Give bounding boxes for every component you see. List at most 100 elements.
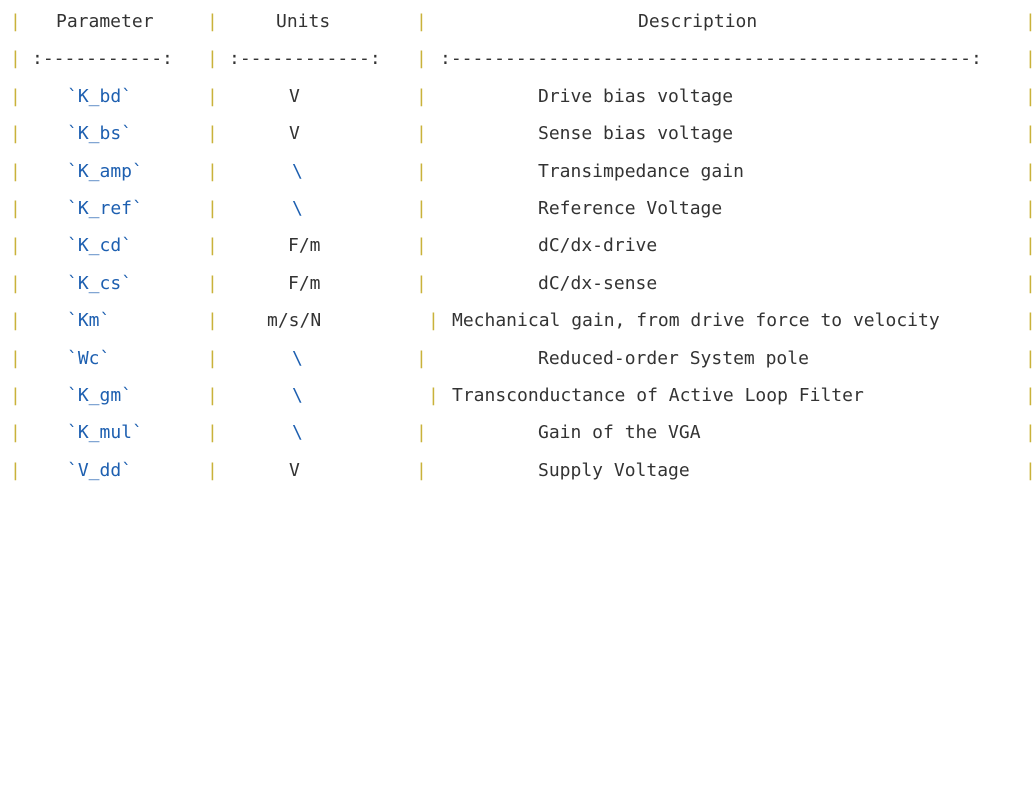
table-header-line: | Parameter | Units | Description | <box>0 3 1036 40</box>
description-cell: Drive bias voltage <box>538 85 734 107</box>
description-cell: Transimpedance gain <box>538 160 744 182</box>
pipe: | <box>1025 310 1036 332</box>
units-cell: m/s/N <box>267 310 322 332</box>
parameter-cell: `V_dd` <box>67 459 133 481</box>
table-row: | `Km` | m/s/N | Mechanical gain, from d… <box>0 302 1036 339</box>
units-cell: V <box>289 459 300 481</box>
units-cell: F/m <box>288 272 321 294</box>
pipe: | <box>1025 123 1036 145</box>
description-cell: Sense bias voltage <box>538 123 734 145</box>
pipe: | <box>207 459 218 481</box>
table-row: | `K_mul` | \ | Gain of the VGA | <box>0 414 1036 451</box>
pipe: | <box>207 422 218 444</box>
table-row: | `K_bs` | V | Sense bias voltage | <box>0 115 1036 152</box>
description-cell: Mechanical gain, from drive force to vel… <box>452 310 940 332</box>
pipe: | <box>1025 347 1036 369</box>
pipe: | <box>207 48 218 70</box>
parameter-cell: `K_mul` <box>67 422 143 444</box>
pipe: | <box>10 197 21 219</box>
pipe: | <box>10 11 21 32</box>
pipe: | <box>207 123 218 145</box>
units-cell: F/m <box>288 235 321 257</box>
pipe: | <box>10 347 21 369</box>
table-row: | `K_cs` | F/m | dC/dx-sense | <box>0 265 1036 302</box>
pipe: | <box>1025 160 1036 182</box>
pipe: | <box>207 272 218 294</box>
pipe: | <box>10 85 21 107</box>
pipe: | <box>10 272 21 294</box>
parameter-cell: `K_bd` <box>67 85 133 107</box>
parameter-cell: `Wc` <box>67 347 111 369</box>
separator-units: :------------: <box>229 48 381 70</box>
units-cell: V <box>289 123 300 145</box>
parameter-cell: `K_gm` <box>67 384 133 406</box>
pipe: | <box>207 310 218 332</box>
pipe: | <box>1025 85 1036 107</box>
markdown-table-source[interactable]: | Parameter | Units | Description | | :-… <box>0 3 1036 489</box>
units-cell: \ <box>292 197 303 219</box>
pipe: | <box>416 197 427 219</box>
pipe: | <box>10 459 21 481</box>
pipe: | <box>207 235 218 257</box>
pipe: | <box>416 235 427 257</box>
pipe: | <box>416 11 427 32</box>
description-cell: Transconductance of Active Loop Filter <box>452 384 864 406</box>
pipe: | <box>1025 459 1036 481</box>
description-cell: dC/dx-drive <box>538 235 658 257</box>
description-cell: dC/dx-sense <box>538 272 658 294</box>
description-cell: Gain of the VGA <box>538 422 701 444</box>
pipe: | <box>416 160 427 182</box>
description-cell: Supply Voltage <box>538 459 690 481</box>
pipe: | <box>10 384 21 406</box>
pipe: | <box>10 48 21 70</box>
pipe: | <box>416 272 427 294</box>
description-cell: Reference Voltage <box>538 197 723 219</box>
parameter-cell: `Km` <box>67 310 111 332</box>
pipe: | <box>416 85 427 107</box>
description-cell: Reduced-order System pole <box>538 347 809 369</box>
pipe: | <box>207 197 218 219</box>
pipe: | <box>10 123 21 145</box>
pipe: | <box>207 347 218 369</box>
pipe: | <box>10 160 21 182</box>
pipe: | <box>1025 235 1036 257</box>
pipe: | <box>1025 422 1036 444</box>
pipe: | <box>1025 197 1036 219</box>
table-row: | `K_ref` | \ | Reference Voltage | <box>0 190 1036 227</box>
pipe: | <box>1025 48 1036 70</box>
parameter-cell: `K_amp` <box>67 160 143 182</box>
pipe: | <box>416 123 427 145</box>
pipe: | <box>428 384 439 406</box>
pipe: | <box>416 48 427 70</box>
table-row: | `K_gm` | \ | Transconductance of Activ… <box>0 377 1036 414</box>
table-row: | `V_dd` | V | Supply Voltage | <box>0 452 1036 489</box>
parameter-cell: `K_ref` <box>67 197 143 219</box>
table-row: | `K_amp` | \ | Transimpedance gain | <box>0 153 1036 190</box>
separator-description: :---------------------------------------… <box>440 48 982 70</box>
units-cell: \ <box>292 347 303 369</box>
pipe: | <box>416 459 427 481</box>
pipe: | <box>416 347 427 369</box>
table-row: | `K_bd` | V | Drive bias voltage | <box>0 78 1036 115</box>
separator-parameter: :-----------: <box>32 48 173 70</box>
units-cell: \ <box>292 384 303 406</box>
table-separator-line: | :-----------: | :------------: | :----… <box>0 40 1036 77</box>
units-cell: \ <box>292 160 303 182</box>
pipe: | <box>1025 11 1036 32</box>
pipe: | <box>428 310 439 332</box>
pipe: | <box>1025 384 1036 406</box>
header-description: Description <box>638 11 758 32</box>
pipe: | <box>207 85 218 107</box>
parameter-cell: `K_bs` <box>67 123 133 145</box>
pipe: | <box>1025 272 1036 294</box>
parameter-cell: `K_cd` <box>67 235 133 257</box>
pipe: | <box>10 235 21 257</box>
pipe: | <box>10 422 21 444</box>
header-units: Units <box>276 11 331 32</box>
table-row: | `K_cd` | F/m | dC/dx-drive | <box>0 227 1036 264</box>
parameter-cell: `K_cs` <box>67 272 133 294</box>
pipe: | <box>10 310 21 332</box>
table-row: | `Wc` | \ | Reduced-order System pole | <box>0 340 1036 377</box>
header-parameter: Parameter <box>56 11 154 32</box>
pipe: | <box>207 384 218 406</box>
